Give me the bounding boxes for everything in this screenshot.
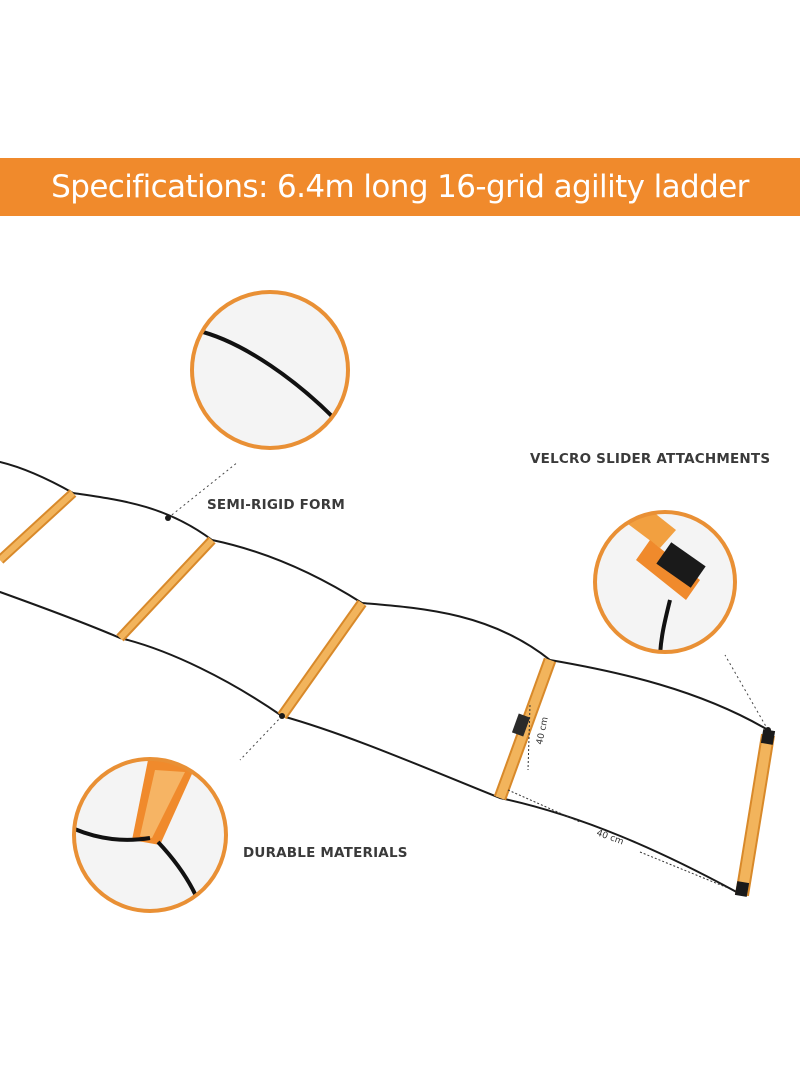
spec-title: Specifications: 6.4m long 16-grid agilit…: [51, 169, 749, 205]
zoom-circle-semi-rigid: [190, 290, 350, 450]
zoom-circle-durable: [72, 757, 228, 913]
zoom-circle-velcro: [593, 510, 737, 654]
rung-end-cap: [734, 881, 750, 897]
rung: [737, 734, 773, 896]
callout-leaders: [167, 461, 769, 761]
callout-durable-materials: DURABLE MATERIALS: [243, 845, 408, 861]
dimension-height: 40 cm: [535, 716, 551, 745]
ladder-cord-bottom: [0, 591, 743, 896]
callout-dots: [165, 515, 771, 733]
rung-logo-tag: [511, 713, 531, 737]
ladder-rungs: [0, 489, 776, 897]
rung: [0, 490, 76, 563]
rung-end-cap: [760, 729, 776, 745]
rung: [279, 600, 365, 719]
callout-velcro-slider-attachments: VELCRO SLIDER ATTACHMENTS: [530, 451, 771, 467]
rung: [117, 537, 215, 641]
callout-semi-rigid-form: SEMI-RIGID FORM: [207, 497, 345, 513]
spec-banner: Specifications: 6.4m long 16-grid agilit…: [0, 158, 800, 216]
ladder-cords: [0, 461, 769, 896]
dimension-lines: [507, 704, 729, 889]
ladder-cord-top: [0, 461, 769, 731]
